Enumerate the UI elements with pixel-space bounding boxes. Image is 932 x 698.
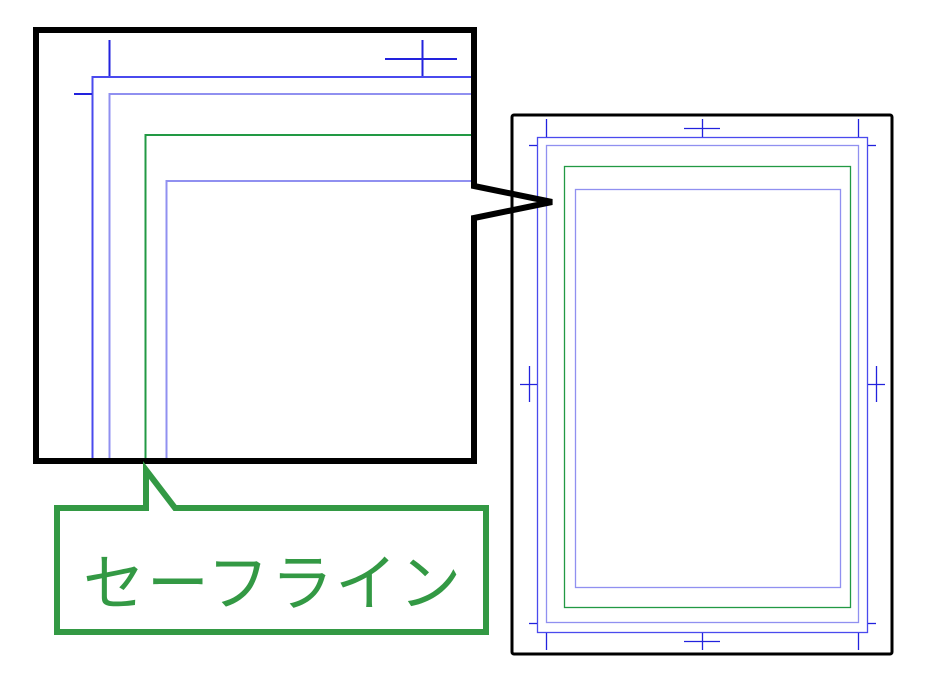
zoom-inner-frame-line [165, 180, 474, 461]
inner-frame-line [574, 188, 842, 589]
zoom-trim-line [91, 76, 474, 461]
callout-bubble [54, 461, 489, 635]
trim-line [536, 136, 869, 634]
zoom-panel [33, 27, 553, 464]
page-frame [510, 113, 894, 656]
callout-label: セーフライン [82, 547, 464, 620]
page-overview [510, 113, 894, 656]
safe-line [563, 165, 852, 609]
zoom-crop-marks [74, 40, 457, 95]
bleed-line [545, 144, 860, 624]
zoom-safe-line [144, 134, 474, 461]
zoom-bleed-line [108, 93, 474, 461]
zoom-frame [33, 27, 553, 464]
crop-marks [520, 119, 885, 650]
